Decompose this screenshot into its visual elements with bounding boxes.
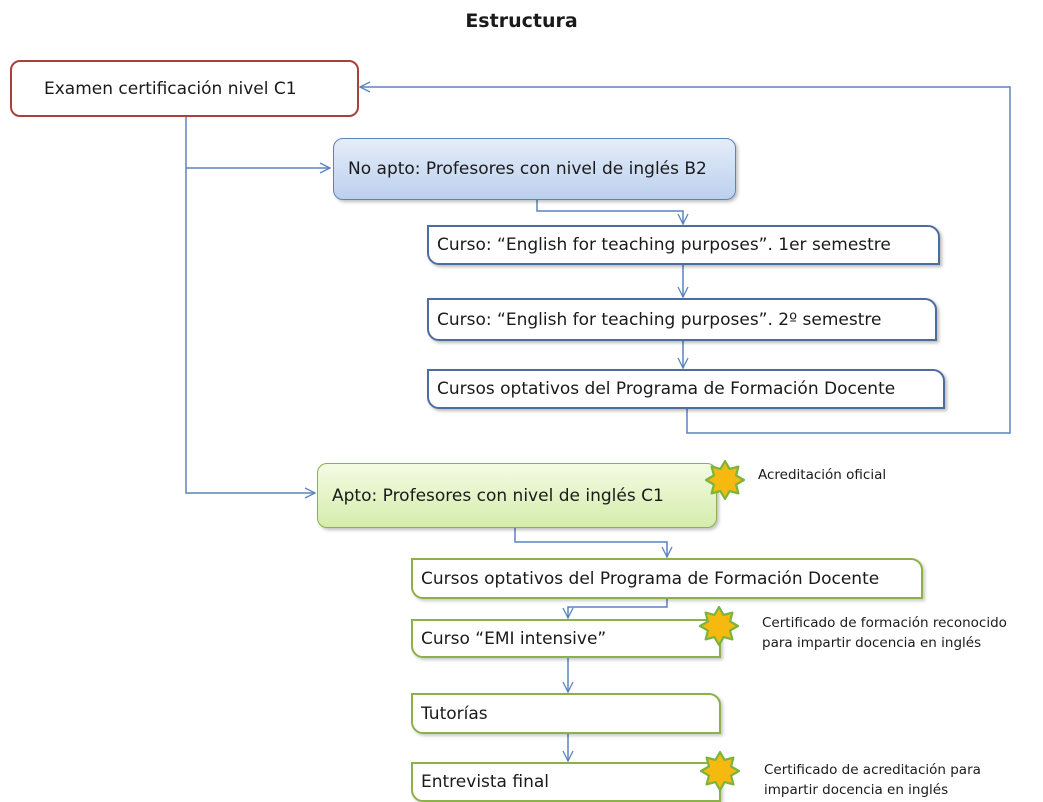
node-optional-courses-c1-label: Cursos optativos del Programa de Formaci… [421, 568, 880, 589]
node-no-apto: No apto: Profesores con nivel de inglés … [333, 138, 736, 200]
node-no-apto-label: No apto: Profesores con nivel de inglés … [348, 159, 707, 179]
node-emi-intensive-label: Curso “EMI intensive” [421, 628, 607, 649]
node-optional-courses-c1: Cursos optativos del Programa de Formaci… [411, 558, 923, 599]
connector-noapto-course1 [536, 200, 683, 224]
star-seal-icon [698, 605, 740, 647]
star-seal-icon [704, 459, 746, 501]
annotation-acreditacion-oficial: Acreditación oficial [758, 465, 886, 485]
node-apto: Apto: Profesores con nivel de inglés C1 [317, 463, 717, 528]
annotation-certificado-formacion-line1: Certificado de formación reconocido [762, 615, 1007, 631]
node-course-1st-semester-label: Curso: “English for teaching purposes”. … [437, 235, 891, 255]
node-tutorias: Tutorías [411, 693, 721, 734]
node-optional-courses-b2: Cursos optativos del Programa de Formaci… [427, 369, 945, 409]
star-seal-icon [699, 750, 741, 792]
connector-apto-optional [514, 528, 667, 557]
node-entrevista-final-label: Entrevista final [421, 772, 550, 792]
node-exam-c1: Examen certificación nivel C1 [10, 60, 359, 117]
node-course-2nd-semester: Curso: “English for teaching purposes”. … [427, 298, 937, 341]
annotation-certificado-acreditacion-line2: impartir docencia en inglés [764, 782, 949, 798]
node-exam-c1-label: Examen certificación nivel C1 [44, 78, 297, 99]
annotation-certificado-acreditacion: Certificado de acreditación para imparti… [764, 760, 981, 800]
node-course-2nd-semester-label: Curso: “English for teaching purposes”. … [437, 309, 882, 330]
annotation-certificado-formacion: Certificado de formación reconocido para… [762, 613, 1007, 653]
node-entrevista-final: Entrevista final [411, 762, 721, 802]
annotation-certificado-acreditacion-line1: Certificado de acreditación para [764, 762, 981, 778]
connector-exam-trunk [185, 117, 315, 493]
node-optional-courses-b2-label: Cursos optativos del Programa de Formaci… [437, 379, 896, 399]
node-course-1st-semester: Curso: “English for teaching purposes”. … [427, 225, 940, 265]
diagram-title: Estructura [465, 10, 578, 32]
node-emi-intensive: Curso “EMI intensive” [411, 619, 721, 658]
connector-optional-emi [568, 599, 668, 618]
node-apto-label: Apto: Profesores con nivel de inglés C1 [332, 485, 664, 506]
node-tutorias-label: Tutorías [421, 703, 488, 724]
annotation-acreditacion-text: Acreditación oficial [758, 467, 887, 483]
connector-loop-back [360, 87, 1011, 434]
annotation-certificado-formacion-line2: para impartir docencia en inglés [762, 635, 982, 651]
